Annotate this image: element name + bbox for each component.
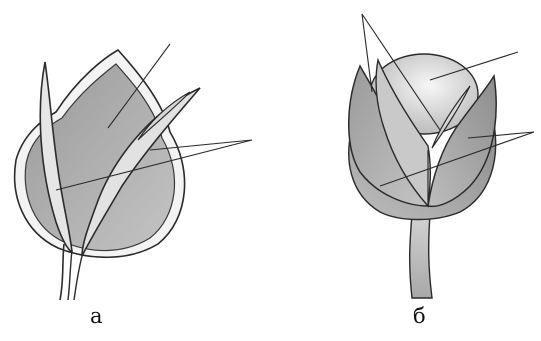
figure-a-stem-left: [60, 244, 64, 300]
figure-a-flower-bud: [15, 44, 252, 300]
figure-a-stem-right: [74, 256, 82, 300]
figure-b-caption: б: [413, 306, 426, 327]
figure-a-caption: а: [90, 306, 103, 327]
figure-b-flower-bud: [349, 14, 534, 298]
figure-b-stem: [410, 214, 432, 298]
figure-a-stem-left-inner: [68, 250, 72, 300]
